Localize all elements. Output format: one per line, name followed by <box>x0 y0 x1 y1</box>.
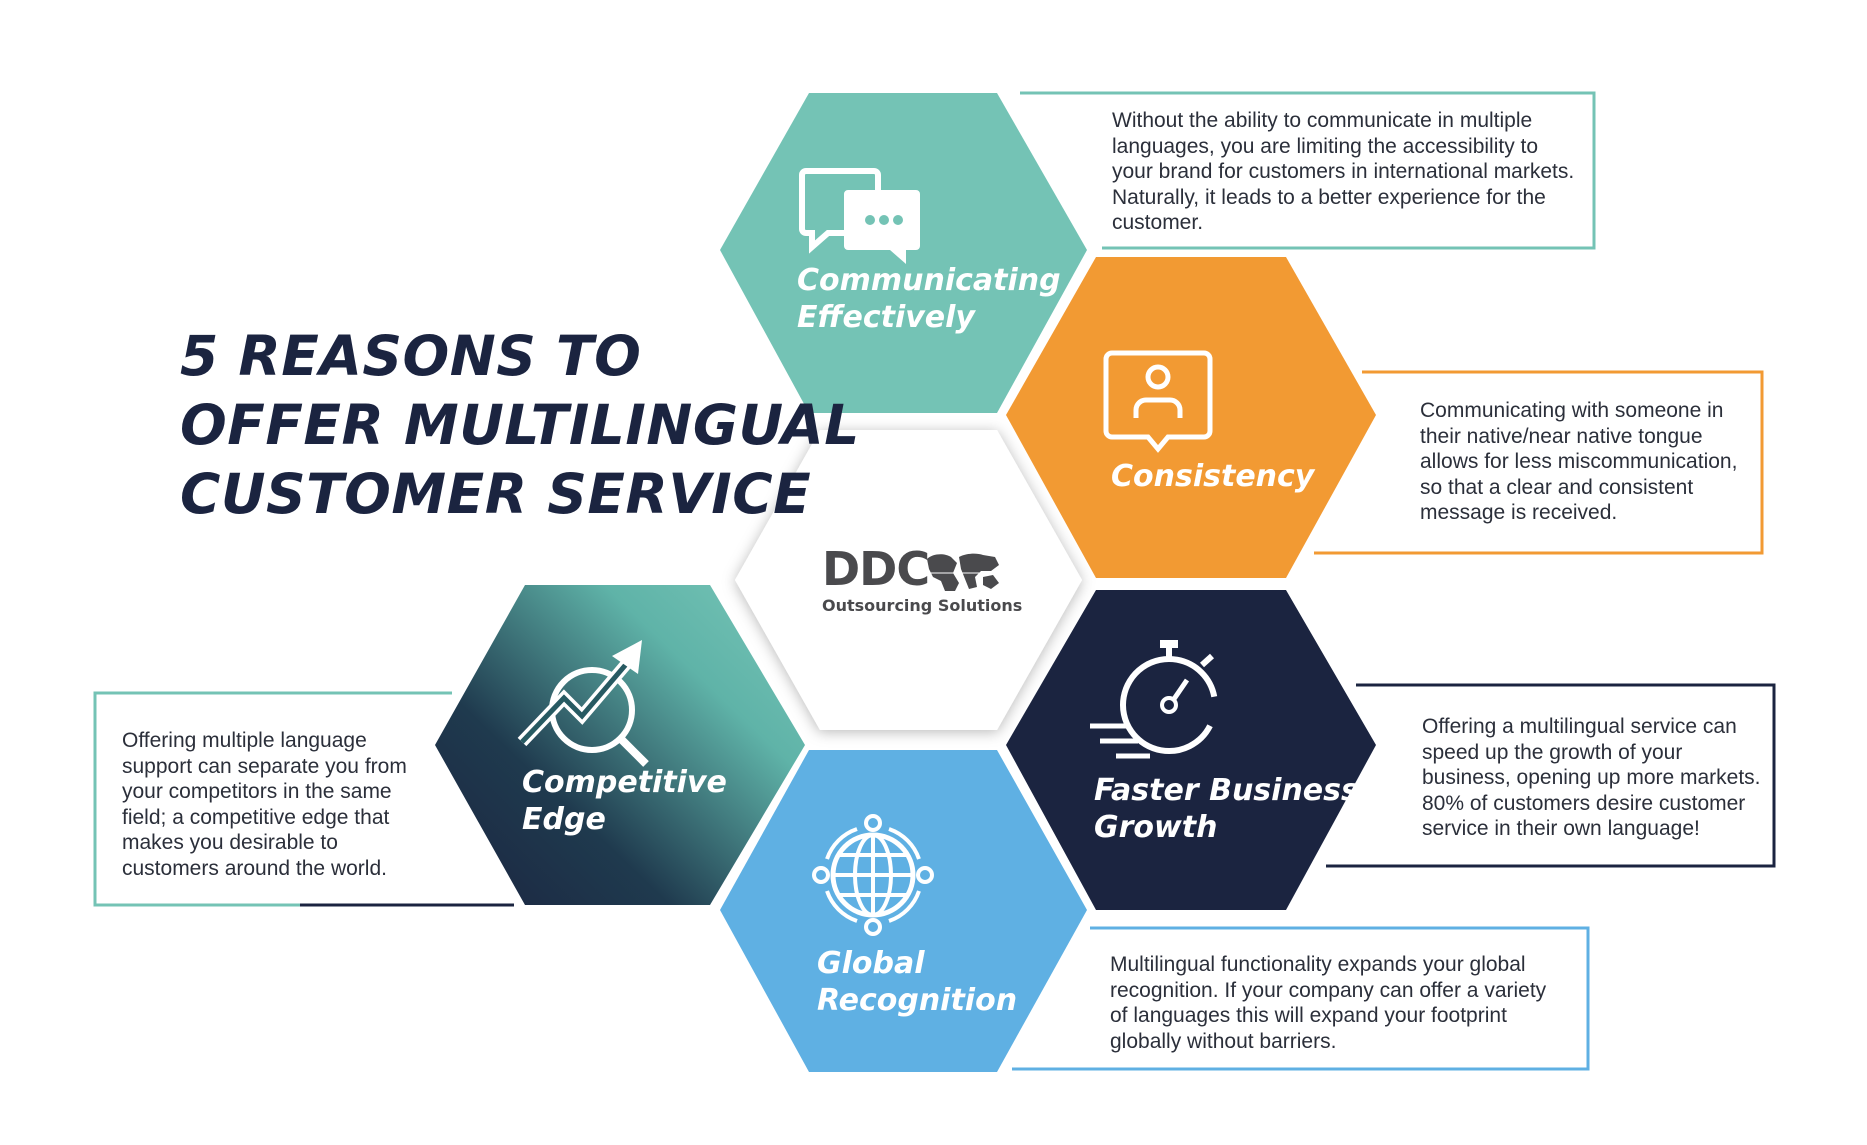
box-global-recognition <box>1012 926 1590 1071</box>
desc-consistency: Communicating with someone in their nati… <box>1420 399 1738 524</box>
title-line-3: CUSTOMER SERVICE <box>180 462 812 526</box>
desc-global-recognition: Multilingual functionality expands your … <box>1110 953 1547 1053</box>
growth-arrow-icon <box>517 640 649 767</box>
hex-consistency <box>1006 257 1376 578</box>
hex-competitive-edge <box>435 585 805 905</box>
page-title: 5 REASONS TO OFFER MULTILINGUAL CUSTOMER… <box>180 322 860 529</box>
desc-faster-growth: Offering a multilingual service can spee… <box>1422 715 1761 840</box>
title-line-2: OFFER MULTILINGUAL <box>180 393 860 457</box>
label-competitive-edge: Competitive Edge <box>522 765 727 837</box>
world-map-icon <box>925 553 999 591</box>
ddc-logo: DDC Outsourcing Solutions <box>822 544 1022 615</box>
label-faster-growth: Faster Business Growth <box>1094 773 1359 845</box>
label-consistency: Consistency <box>1111 459 1315 494</box>
hex-faster-growth <box>1006 590 1376 910</box>
logo-subtitle: Outsourcing Solutions <box>822 596 1023 615</box>
person-speech-icon <box>1103 350 1213 453</box>
globe-network-icon <box>812 814 934 936</box>
box-consistency <box>1314 370 1764 555</box>
label-global-recognition: Global Recognition <box>817 946 1018 1018</box>
chat-bubbles-icon <box>799 168 920 264</box>
box-faster-growth <box>1326 683 1776 868</box>
desc-competitive-edge: Offering multiple language support can s… <box>122 729 407 880</box>
desc-communicating: Without the ability to communicate in mu… <box>1112 109 1575 234</box>
logo-text: DDC <box>822 542 930 596</box>
label-communicating: Communicating Effectively <box>797 263 1061 335</box>
box-competitive-edge <box>93 691 514 907</box>
title-line-1: 5 REASONS TO <box>180 324 642 388</box>
box-communicating <box>1020 91 1596 250</box>
hex-center <box>735 430 1082 730</box>
stopwatch-icon <box>1090 640 1218 759</box>
